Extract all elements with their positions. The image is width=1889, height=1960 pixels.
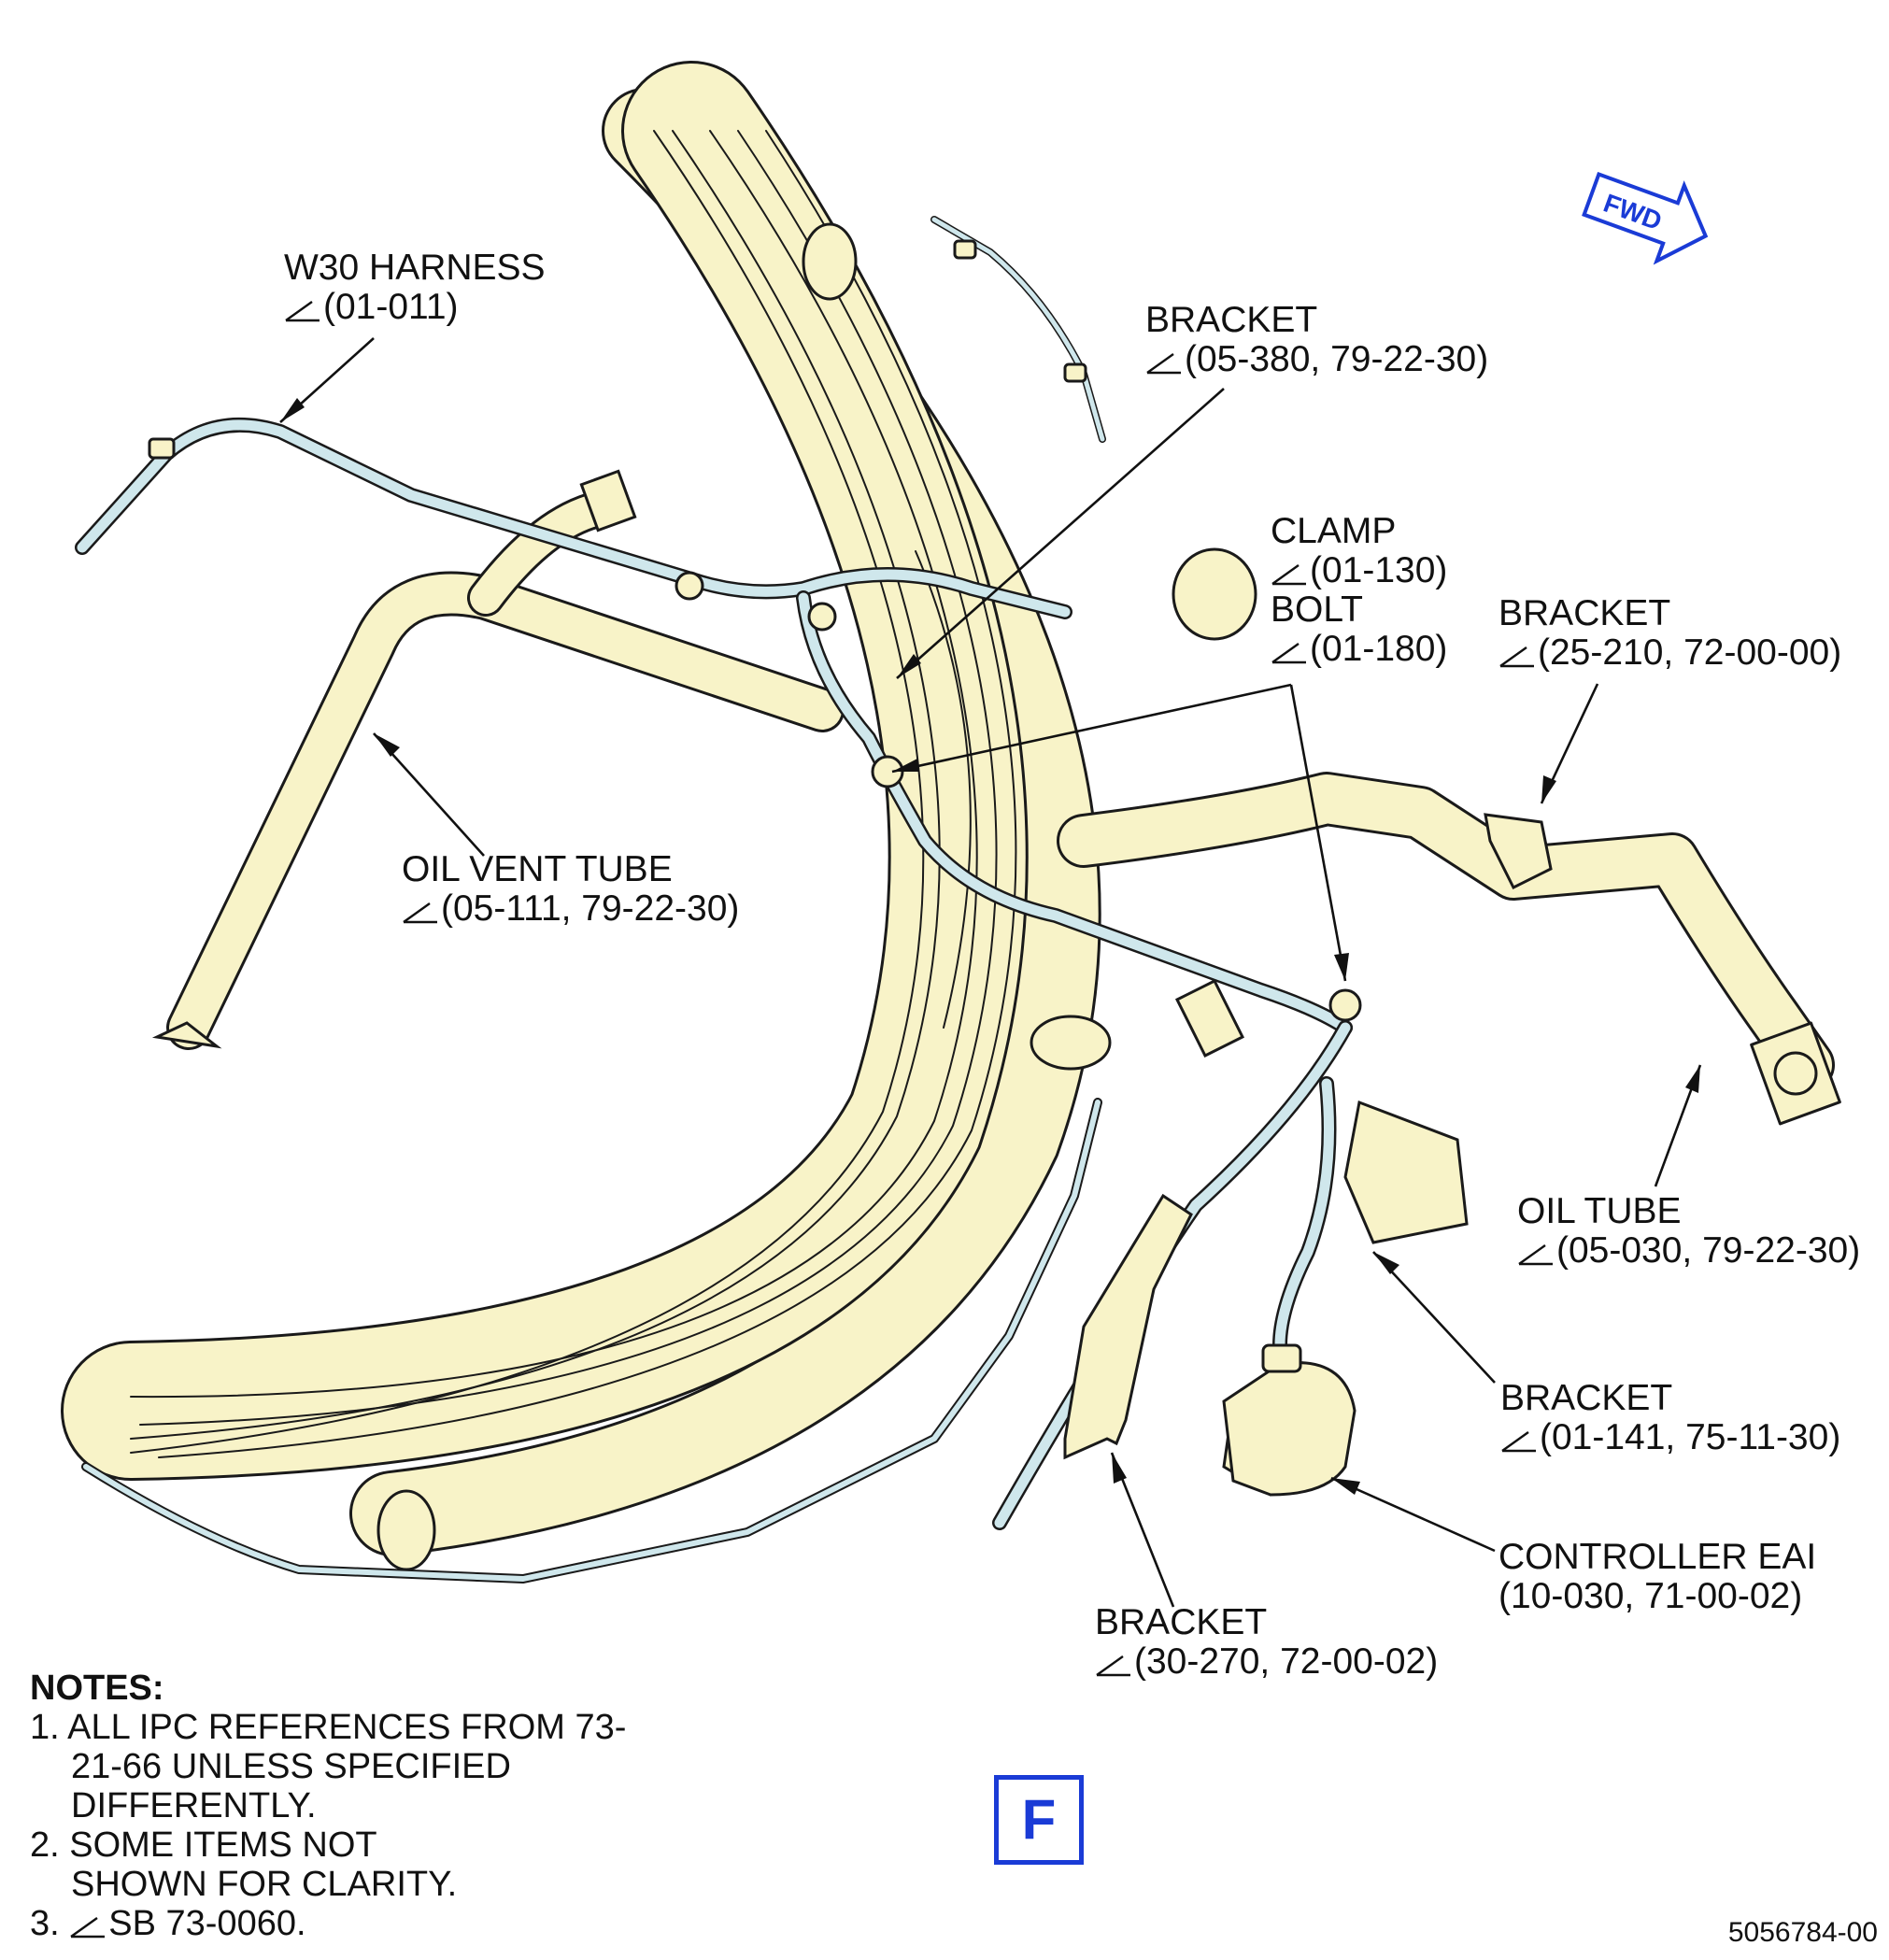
callout-name: CONTROLLER EAI xyxy=(1498,1537,1817,1577)
callout-oil-tube: OIL TUBE (05-030, 79-22-30) xyxy=(1517,1192,1860,1271)
sb-triangle-icon xyxy=(1499,646,1534,668)
callout-ref: (10-030, 71-00-02) xyxy=(1498,1576,1803,1616)
callout-ref: (30-270, 72-00-02) xyxy=(1134,1641,1439,1682)
note-3-text: SB 73-0060. xyxy=(108,1904,306,1943)
callout-name: CLAMP xyxy=(1271,511,1397,551)
note-1: 1. ALL IPC REFERENCES FROM 73-21-66 UNLE… xyxy=(30,1708,627,1825)
callout-controller-eai: CONTROLLER EAI (10-030, 71-00-02) xyxy=(1498,1538,1816,1616)
oil-vent-tube xyxy=(151,469,845,1050)
sb-triangle-icon xyxy=(1271,643,1306,664)
leader-arrowheads xyxy=(280,398,1700,1495)
callout-name: BRACKET xyxy=(1145,300,1318,340)
callout-bolt: BOLT (01-180) xyxy=(1271,590,1447,669)
callout-clamp: CLAMP (01-130) xyxy=(1271,512,1447,590)
oil-tube xyxy=(1057,772,1841,1126)
callout-name: OIL VENT TUBE xyxy=(402,849,673,889)
sb-triangle-icon xyxy=(403,902,437,924)
callout-ref: (05-380, 79-22-30) xyxy=(1185,339,1489,379)
callout-bracket-30-270: BRACKET (30-270, 72-00-02) xyxy=(1095,1603,1438,1682)
callout-name: BRACKET xyxy=(1498,593,1671,633)
callout-bracket-01-141: BRACKET (01-141, 75-11-30) xyxy=(1500,1379,1840,1457)
callout-w30-harness: W30 HARNESS (01-011) xyxy=(284,249,546,327)
callout-name: BRACKET xyxy=(1095,1602,1268,1642)
sb-triangle-icon xyxy=(1501,1431,1536,1453)
sb-triangle-icon xyxy=(1518,1244,1553,1266)
drawing-number: 5056784-00 xyxy=(1727,1917,1878,1948)
sb-triangle-icon xyxy=(285,301,320,322)
callout-name: OIL TUBE xyxy=(1517,1191,1682,1231)
callout-oil-vent-tube: OIL VENT TUBE (05-111, 79-22-30) xyxy=(402,850,739,929)
callout-ref: (01-141, 75-11-30) xyxy=(1540,1417,1841,1457)
callout-ref: (25-210, 72-00-00) xyxy=(1538,632,1842,673)
callout-ref: (01-180) xyxy=(1310,629,1448,669)
note-3-number: 3. xyxy=(30,1904,60,1943)
callout-ref: (05-111, 79-22-30) xyxy=(441,888,740,929)
callout-name: BRACKET xyxy=(1500,1378,1673,1418)
callout-ref: (01-130) xyxy=(1310,550,1448,590)
notes-heading: NOTES: xyxy=(30,1669,164,1708)
callout-bracket-25-210: BRACKET (25-210, 72-00-00) xyxy=(1498,594,1841,673)
manifold-fittings xyxy=(376,222,1257,1571)
sb-triangle-icon xyxy=(1271,564,1306,586)
view-letter-box: F xyxy=(994,1775,1084,1865)
notes-block: NOTES: 1. ALL IPC REFERENCES FROM 73-21-… xyxy=(30,1669,632,1943)
sb-triangle-icon xyxy=(70,1917,106,1939)
sb-triangle-icon xyxy=(1096,1655,1130,1677)
tube-manifold-arc xyxy=(61,61,1101,1556)
note-3: 3. SB 73-0060. xyxy=(30,1904,632,1943)
controller-eai xyxy=(1222,1343,1356,1497)
callout-ref: (05-030, 79-22-30) xyxy=(1556,1230,1861,1271)
fwd-arrow-icon: FWD xyxy=(1582,171,1709,265)
harness-clamps xyxy=(148,239,1362,1022)
callout-ref: (01-011) xyxy=(323,287,459,327)
callout-bracket-05-380: BRACKET (05-380, 79-22-30) xyxy=(1145,301,1488,379)
callout-name: BOLT xyxy=(1271,589,1363,630)
note-2: 2. SOME ITEMS NOT SHOWN FOR CLARITY. xyxy=(30,1825,458,1904)
sb-triangle-icon xyxy=(1146,353,1181,375)
callout-name: W30 HARNESS xyxy=(284,248,546,288)
w30-harness xyxy=(75,216,1353,1584)
